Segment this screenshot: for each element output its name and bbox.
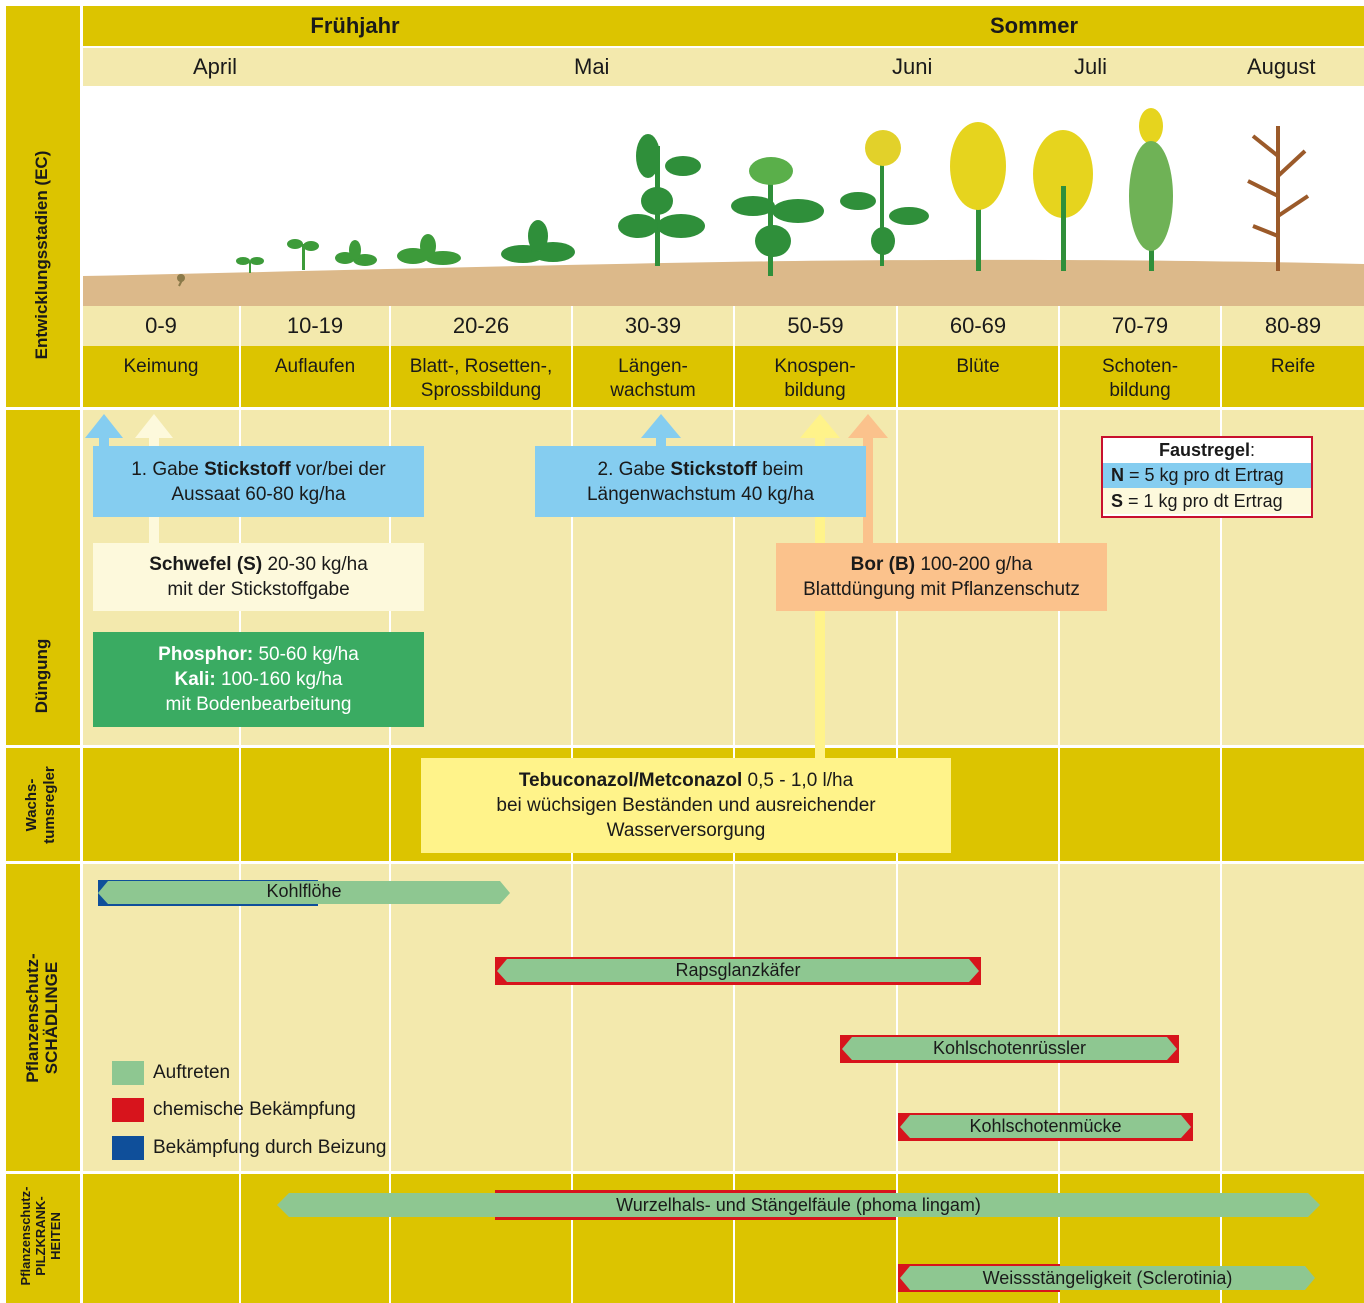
ec-30-39: 30-39 (624, 313, 682, 338)
label-sclerotinia: Weissstängeligkeit (Sclerotinia) (982, 1268, 1233, 1288)
bar-kohlschotenruessler (840, 1035, 1179, 1063)
legend-swatch-chemisch (112, 1098, 144, 1122)
sulfur-dose: Schwefel (S) 20-30 kg/ha mit der Stickst… (93, 543, 424, 611)
bar-kohlschotenmuecke (898, 1113, 1193, 1141)
left-label-column (6, 6, 80, 1303)
phosphor-kali-dose: Phosphor: 50-60 kg/ha Kali: 100-160 kg/h… (93, 632, 424, 727)
ec-80-89: 80-89 (1264, 313, 1322, 338)
plant-rosette-2 (501, 220, 575, 263)
label-kohlschotenruessler: Kohlschotenrüssler (932, 1038, 1087, 1058)
nitrogen-second-dose: 2. Gabe Stickstoff beim Längenwachstum 4… (535, 446, 866, 517)
ec-0-9: 0-9 (145, 313, 177, 338)
label-kohlfloehe: Kohlflöhe (266, 881, 342, 901)
month-april: April (193, 54, 238, 79)
stage-keimung: Keimung (123, 356, 199, 377)
faustregel-s: S = 1 kg pro dt Ertrag (1103, 488, 1311, 514)
bar-rapsglanzkaefer (495, 957, 981, 985)
legend-swatch-beizung (112, 1136, 144, 1160)
stage-reife: Reife (1270, 356, 1316, 377)
legend-label-chemisch: chemische Bekämpfung (153, 1099, 356, 1120)
label-phoma: Wurzelhals- und Stängelfäule (phoma ling… (616, 1195, 981, 1215)
plant-schotenbildung (1129, 108, 1173, 271)
faustregel-title: Faustregel: (1158, 440, 1256, 460)
month-august: August (1247, 54, 1316, 79)
ec-70-79: 70-79 (1111, 313, 1169, 338)
plant-reife (1247, 126, 1310, 271)
bor-dose: Bor (B) 100-200 g/ha Blattdüngung mit Pf… (776, 543, 1107, 611)
nitrogen-first-dose: 1. Gabe Stickstoff vor/bei der Aussaat 6… (93, 446, 424, 517)
plant-growth-illustration (83, 86, 1364, 306)
plant-laengenwachstum (618, 134, 705, 266)
ec-60-69: 60-69 (949, 313, 1007, 338)
pest-bars (98, 880, 1193, 1141)
stage-laengenwachstum: Längen- wachstum (610, 356, 696, 401)
label-kohlschotenmuecke: Kohlschotenmücke (969, 1116, 1122, 1136)
disease-bars (277, 1190, 1320, 1292)
plant-knospenbildung (731, 157, 824, 276)
stage-row (83, 346, 1364, 407)
arrow-nitrogen-2 (641, 414, 681, 455)
stage-bluete: Blüte (956, 356, 1000, 377)
faustregel-box: Faustregel: N = 5 kg pro dt Ertrag S = 1… (1101, 436, 1313, 518)
legend-label-auftreten: Auftreten (153, 1062, 231, 1083)
season-summer: Sommer (989, 13, 1079, 38)
plant-auflaufen (236, 239, 319, 273)
season-row (83, 6, 1364, 46)
month-juli: Juli (1074, 54, 1108, 79)
month-juni: Juni (892, 54, 933, 79)
month-mai: Mai (574, 54, 610, 79)
soil (83, 259, 1364, 306)
stage-auflaufen: Auflaufen (274, 356, 356, 377)
label-rapsglanzkaefer: Rapsglanzkäfer (675, 960, 801, 980)
plant-keimung (177, 274, 185, 287)
arrow-bor (848, 414, 888, 545)
plant-knospen-bluete (840, 130, 929, 266)
plant-rosette-1 (335, 234, 461, 266)
ec-50-59: 50-59 (787, 313, 844, 338)
regulator-dose: Tebuconazol/Metconazol 0,5 - 1,0 l/ha be… (421, 758, 951, 853)
faustregel-n: N = 5 kg pro dt Ertrag (1103, 463, 1311, 488)
ec-20-26: 20-26 (452, 313, 510, 338)
bar-phoma (277, 1190, 1320, 1220)
bar-sclerotinia (898, 1264, 1315, 1292)
arrow-nitrogen-1 (85, 414, 123, 455)
stage-knospenbildung: Knospen- bildung (774, 356, 856, 401)
section-label-ec: Entwicklungsstadien (EC) (32, 150, 51, 360)
ec-10-19: 10-19 (286, 313, 344, 338)
legend-label-beizung: Bekämpfung durch Beizung (153, 1137, 387, 1158)
stage-schotenbildung: Schoten- bildung (1101, 356, 1179, 401)
bar-kohlfloehe (98, 880, 510, 906)
season-spring: Frühjahr (310, 13, 400, 38)
plant-bluete (950, 122, 1093, 271)
section-label-wachstumsregler: Wachs-tumsregler (23, 766, 58, 844)
ec-row (83, 306, 1364, 346)
stage-blatt-rosetten-spross: Blatt-, Rosetten-, Sprossbildung (409, 356, 553, 401)
legend-swatch-auftreten (112, 1061, 144, 1085)
month-row (83, 48, 1364, 86)
